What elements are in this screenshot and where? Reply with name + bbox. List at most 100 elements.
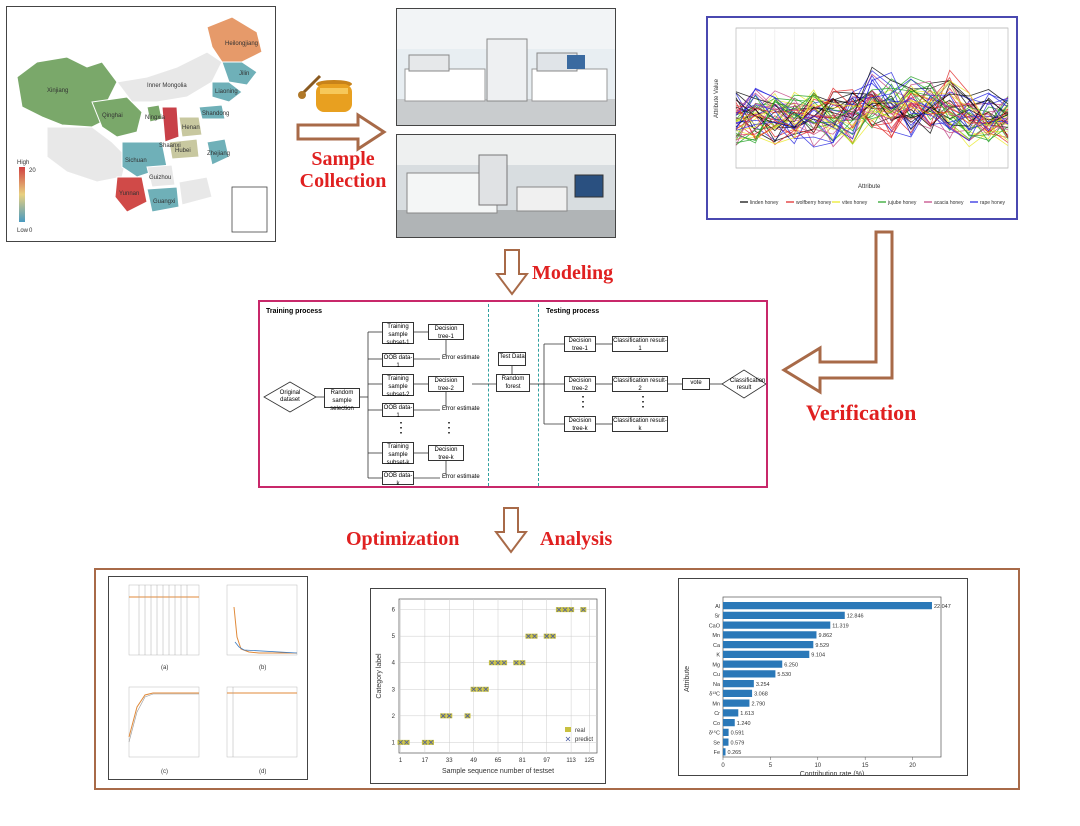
rf-error-estimate-k: Error estimate [442, 474, 480, 480]
map-label-5: Qinghai [102, 113, 123, 119]
lines-xlabel: Attribute [858, 184, 881, 190]
rf-test-tree-k: Decision tree-k [564, 416, 596, 432]
contribution-bar [723, 738, 729, 746]
contribution-bar [723, 611, 845, 619]
scatter-point-predict [520, 660, 525, 666]
lines-series-path [735, 92, 1009, 148]
rf-subset-2: Training sample subset-2 [382, 374, 414, 398]
rf-dots-right-2: ⋮ [636, 395, 650, 410]
scatter-point-predict [422, 740, 428, 745]
scatter-point-predict [562, 607, 568, 612]
map-shaanxi [161, 106, 180, 143]
bar-x-tick-label: 15 [862, 763, 869, 769]
map-label-4: Inner Mongolia [147, 83, 187, 89]
scatter-legend-real-marker [565, 727, 571, 732]
contribution-bar [723, 748, 726, 756]
map-label-12: Guizhou [149, 175, 171, 181]
stage-analysis: Analysis [540, 528, 613, 550]
scatter-legend-predict-marker [565, 736, 571, 742]
contribution-bar [723, 670, 776, 678]
stage-verification: Verification [806, 400, 917, 425]
scatter-point-predict [446, 713, 452, 719]
bar-category-label: K [716, 653, 720, 659]
map-label-9: Henan [182, 125, 200, 131]
scatter-point-predict [404, 740, 409, 745]
rf-tree-2: Decision tree-2 [428, 376, 464, 392]
down-arrow-modeling [495, 249, 529, 296]
contribution-bar [723, 689, 753, 697]
bar-value-label: 22.047 [934, 604, 951, 610]
bar-category-label: Se [713, 740, 720, 746]
map-label-2: Liaoning [215, 89, 238, 95]
scatter-point-predict [398, 740, 403, 745]
bar-category-label: δ¹³C [709, 692, 720, 698]
scatter-point-predict [489, 660, 495, 666]
scatter-x-tick-label: 65 [495, 758, 502, 764]
honey-jar-icon [298, 74, 352, 112]
lines-series-path [735, 90, 1009, 143]
scatter-legend-predict: predict [575, 737, 593, 743]
panel-c [128, 686, 200, 758]
bar-value-label: 1.240 [737, 721, 751, 727]
map-yunnan [114, 176, 148, 213]
bar-value-label: 9.529 [815, 643, 829, 649]
rf-vote: vote [682, 378, 710, 390]
panel-a-label: (a) [161, 665, 168, 671]
bar-category-label: Cr [714, 711, 720, 717]
map-label-13: Yunnan [119, 191, 139, 197]
scatter-x-tick-label: 1 [399, 758, 403, 764]
optimization-panels: (a) (b) (c) (d) [108, 576, 308, 780]
lines-series-path [735, 80, 1009, 145]
rf-class-result-1: Classification result-1 [612, 336, 668, 352]
map-jilin [221, 61, 258, 86]
rf-oob-1: OOB data-1 [382, 353, 414, 369]
scatter-point-predict [568, 607, 574, 612]
contribution-bar [723, 699, 750, 707]
map-hubei [168, 138, 200, 160]
map-ningxia [146, 104, 163, 123]
contribution-bar [723, 709, 739, 717]
rf-connectors [263, 331, 766, 479]
verification-arrow [781, 230, 894, 395]
lines-series-path [735, 78, 1009, 144]
contribution-bar [723, 641, 814, 649]
scatter-point-predict [471, 686, 476, 692]
lines-series-path [735, 78, 1009, 142]
scatter-x-tick-label: 81 [519, 758, 526, 764]
lines-legend-label: rape honey [980, 200, 1006, 206]
scatter-point-predict [532, 633, 537, 639]
rf-subset-1: Training sample subset-1 [382, 322, 414, 346]
bar-category-label: Co [713, 721, 720, 727]
bar-value-label: 0.591 [731, 731, 745, 737]
rf-random-forest: Random forest [496, 374, 530, 392]
scatter-x-tick-label: 33 [446, 758, 453, 764]
lines-legend-label: linden honey [750, 200, 779, 206]
contribution-bar [723, 602, 932, 610]
bar-value-label: 12.846 [847, 614, 864, 620]
map-label-11: Sichuan [125, 158, 147, 164]
contribution-bar [723, 660, 783, 668]
scatter-point-predict [581, 607, 586, 612]
map-label-0: Heilongjiang [225, 41, 258, 47]
panel-c-label: (c) [161, 769, 168, 775]
south-china-sea-inset [231, 186, 268, 233]
bar-x-tick-label: 5 [769, 763, 773, 769]
rf-dots-left-2: ⋮ [442, 421, 456, 436]
lines-series-path [735, 85, 1009, 141]
rf-dots-left-1: ⋮ [394, 421, 408, 436]
scatter-point-predict [526, 633, 531, 639]
rf-tree-k: Decision tree-k [428, 445, 464, 461]
lines-series-path [735, 81, 1009, 133]
bar-value-label: 9.862 [818, 633, 832, 639]
map-guangdong [178, 176, 213, 206]
scatter-point-predict [465, 713, 470, 719]
divider-2 [538, 304, 539, 486]
scatter-point-predict [440, 713, 446, 719]
scatter-point-predict [428, 740, 434, 745]
scatter-x-tick-label: 17 [422, 758, 429, 764]
panel-b-label: (b) [259, 665, 266, 671]
map-heilongjiang [206, 16, 263, 63]
testing-process-title: Testing process [546, 308, 600, 315]
map-label-15: Zhejiang [207, 151, 230, 157]
